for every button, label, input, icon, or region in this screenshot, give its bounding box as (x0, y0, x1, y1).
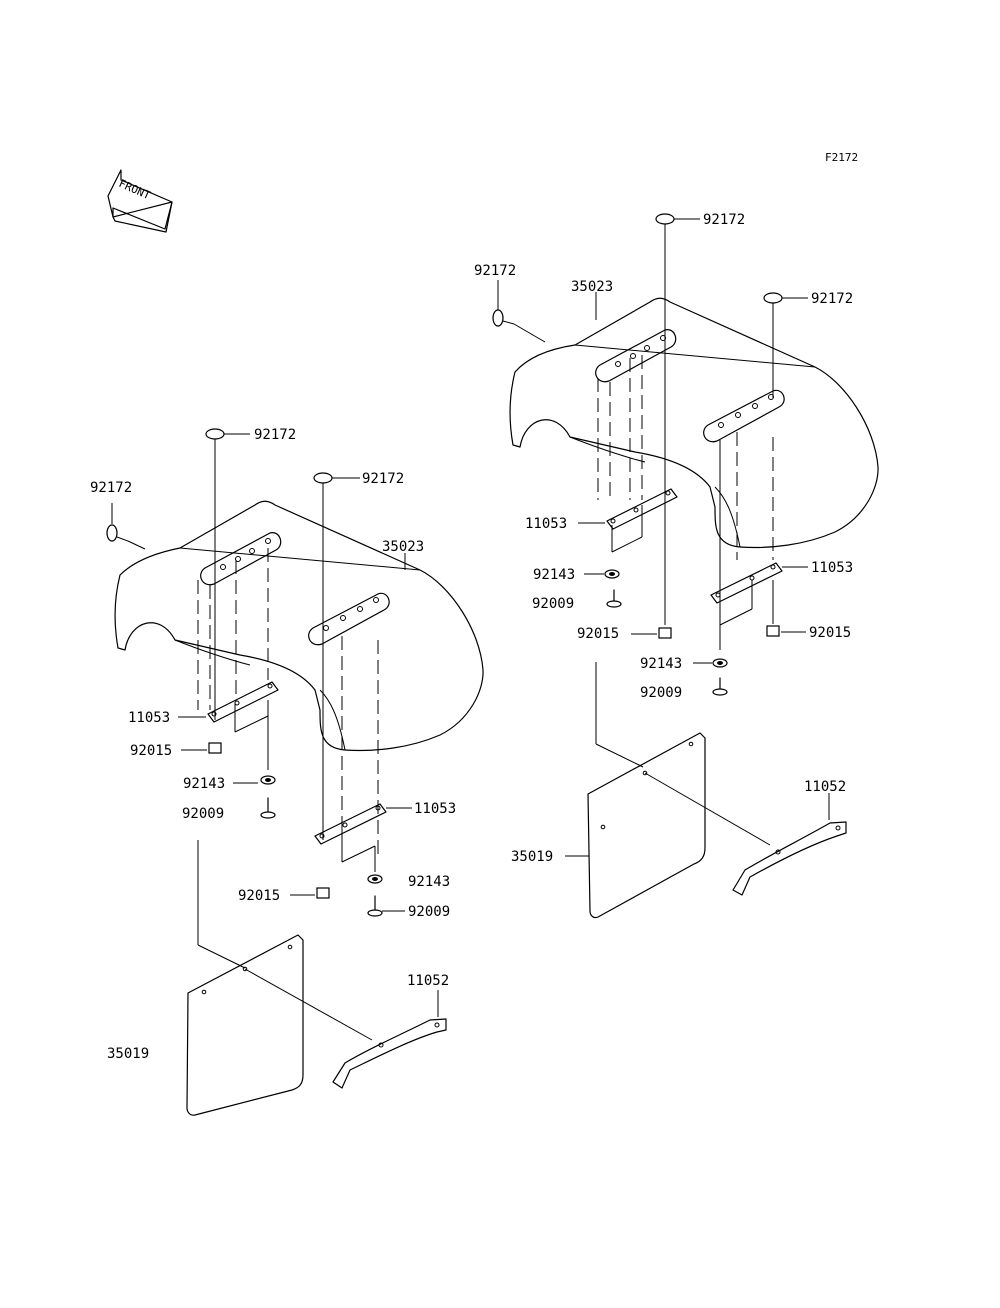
right-label-washer-front: 92143 (533, 567, 575, 583)
right-label-fender: 35023 (571, 279, 613, 295)
right-label-bolt-right: 92172 (811, 291, 853, 307)
left-bolt-left-icon (106, 524, 129, 542)
left-label-fender: 35023 (382, 539, 424, 555)
right-bolt-right-icon (763, 292, 783, 314)
left-label-washer-front: 92143 (183, 776, 225, 792)
front-arrow-icon: FRONT (107, 169, 173, 233)
right-label-washer-rear: 92143 (640, 656, 682, 672)
right-stay (732, 821, 847, 896)
left-bolt-top-icon (205, 428, 225, 452)
right-fender (509, 297, 879, 549)
left-label-stay: 11052 (407, 973, 449, 989)
right-label-bracket-rear: 11053 (811, 560, 853, 576)
right-mud-flap (587, 732, 706, 919)
right-assembly: 92172 92172 92172 35023 11053 (474, 212, 879, 919)
right-label-nut-rear: 92015 (809, 625, 851, 641)
right-screw-front-icon (606, 589, 622, 608)
right-bolt-top-icon (655, 213, 675, 235)
right-screw-rear-icon (712, 677, 728, 696)
left-nut-rear-icon (316, 887, 330, 899)
left-label-bolt-left: 92172 (90, 480, 132, 496)
left-label-nut-rear: 92015 (238, 888, 280, 904)
right-nut-front-icon (658, 627, 672, 639)
left-label-bolt-top: 92172 (254, 427, 296, 443)
right-bracket-rear (710, 562, 783, 604)
right-label-bracket-front: 11053 (525, 516, 567, 532)
right-washer-rear-icon (712, 658, 728, 668)
left-bracket-front (207, 681, 279, 723)
right-label-nut-front: 92015 (577, 626, 619, 642)
left-screw-rear-icon (367, 895, 383, 917)
left-label-washer-rear: 92143 (408, 874, 450, 890)
left-stay (332, 1018, 447, 1089)
front-arrow-label: FRONT (117, 177, 153, 202)
left-fender (114, 500, 484, 752)
left-label-screw-rear: 92009 (408, 904, 450, 920)
right-label-flap: 35019 (511, 849, 553, 865)
left-label-flap: 35019 (107, 1046, 149, 1062)
left-washer-rear-icon (367, 874, 383, 884)
left-bolt-right-icon (313, 472, 333, 494)
left-assembly: 92172 92172 92172 35023 11053 92 (90, 427, 484, 1116)
left-screw-front-icon (260, 797, 276, 819)
right-label-bolt-left: 92172 (474, 263, 516, 279)
right-bracket-front (606, 488, 678, 530)
right-label-screw-front: 92009 (532, 596, 574, 612)
left-label-bracket-front: 11053 (128, 710, 170, 726)
left-washer-front-icon (260, 775, 276, 785)
left-bracket-rear (314, 803, 387, 845)
right-bolt-left-icon (492, 309, 515, 327)
right-label-stay: 11052 (804, 779, 846, 795)
right-label-screw-rear: 92009 (640, 685, 682, 701)
right-washer-front-icon (604, 569, 620, 579)
figure-code: F2172 (825, 151, 858, 164)
left-label-screw-front: 92009 (182, 806, 224, 822)
right-label-bolt-top: 92172 (703, 212, 745, 228)
left-label-bolt-right: 92172 (362, 471, 404, 487)
left-nut-front-icon (208, 742, 222, 754)
left-label-nut-front: 92015 (130, 743, 172, 759)
left-label-bracket-rear: 11053 (414, 801, 456, 817)
right-nut-rear-icon (766, 625, 780, 637)
left-mud-flap (186, 934, 304, 1116)
